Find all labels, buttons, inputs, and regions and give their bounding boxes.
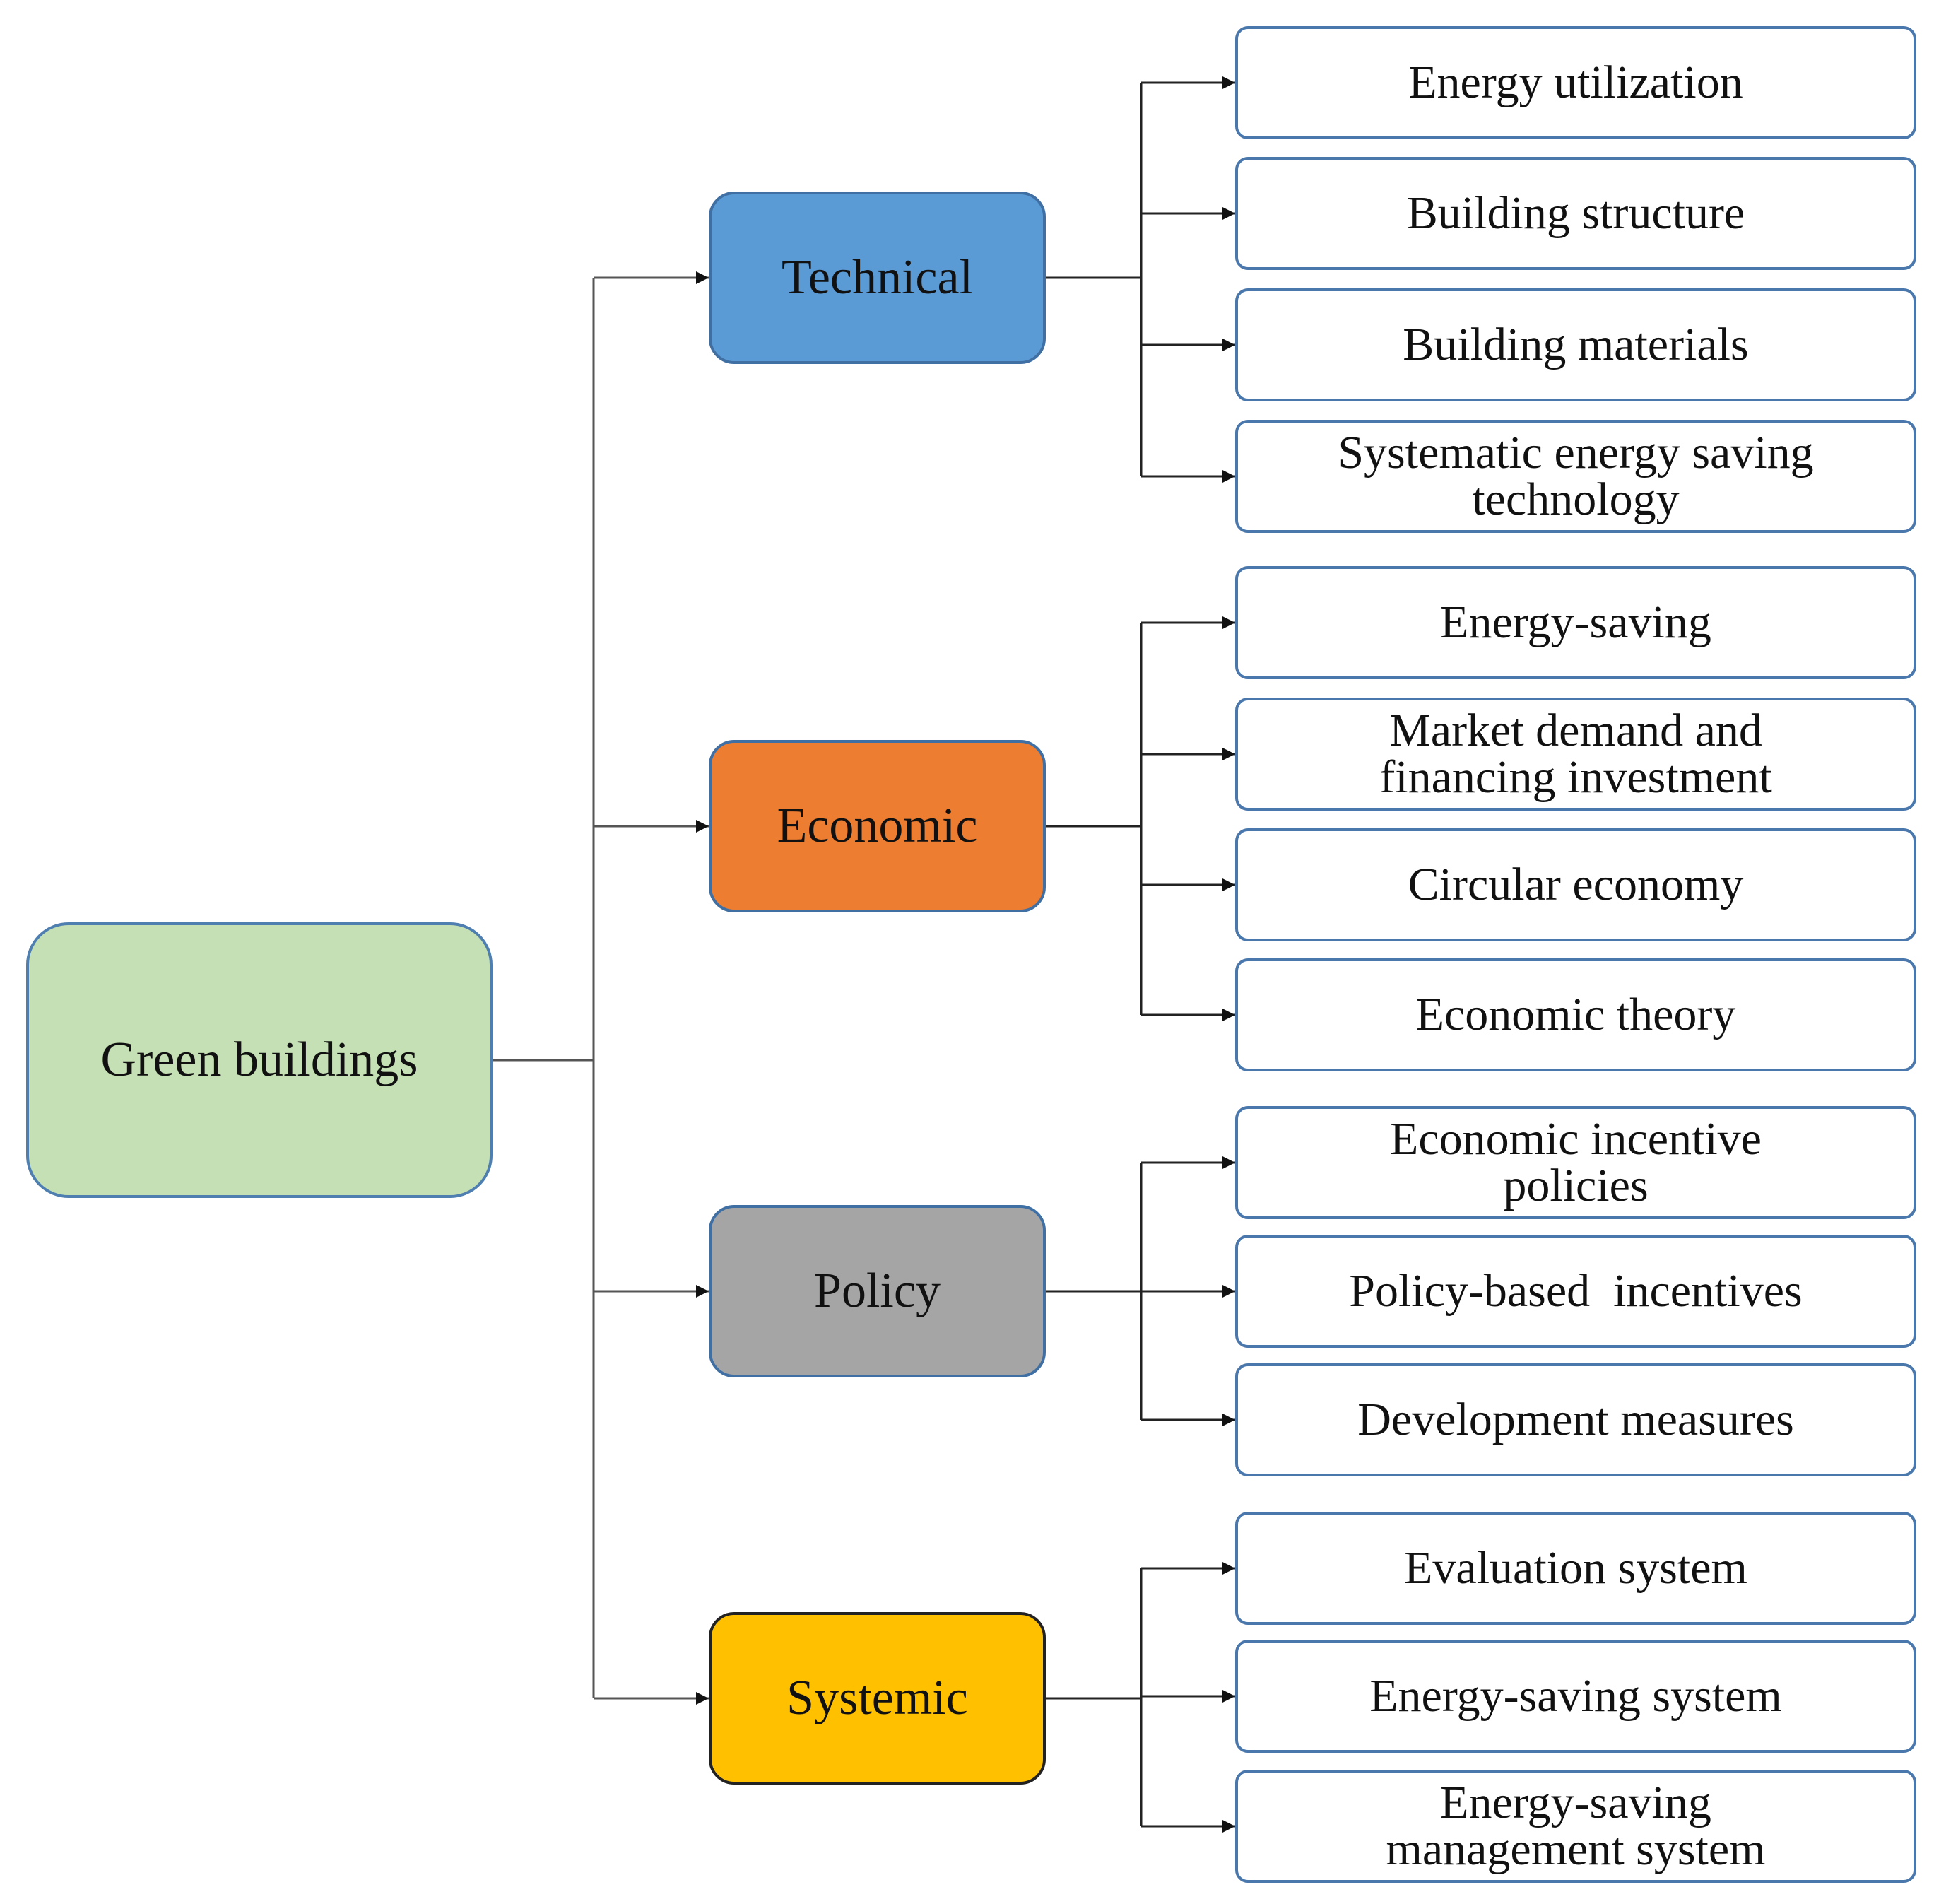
leaf-label: Building materials (1403, 319, 1749, 370)
leaf-label-line-2: policies (1503, 1160, 1649, 1211)
category-node-economic: Economic (709, 740, 1046, 912)
leaf-label-line-2: financing investment (1379, 751, 1772, 803)
leaf-label: Evaluation system (1404, 1542, 1747, 1594)
leaf-label-line-1: Energy-saving (1440, 1777, 1711, 1828)
leaf-node-evaluation-system: Evaluation system (1235, 1512, 1916, 1625)
category-node-systemic: Systemic (709, 1612, 1046, 1785)
leaf-label: Energy-saving (1440, 597, 1711, 648)
leaf-label: Energy utilization (1408, 57, 1743, 108)
leaf-node-policy-based-incentives: Policy-based incentives (1235, 1235, 1916, 1348)
leaf-label-line-1: Economic incentive (1390, 1113, 1762, 1165)
leaf-node-economic-theory: Economic theory (1235, 958, 1916, 1071)
leaf-label: Development measures (1357, 1394, 1794, 1445)
leaf-node-building-structure: Building structure (1235, 157, 1916, 270)
leaf-node-energy-saving: Energy-saving (1235, 566, 1916, 679)
leaf-node-energy-utilization: Energy utilization (1235, 26, 1916, 139)
leaf-node-development-measures: Development measures (1235, 1363, 1916, 1476)
leaf-label: Energy-saving system (1369, 1670, 1782, 1722)
leaf-label: Circular economy (1408, 859, 1744, 910)
leaf-node-systematic-energy-saving-technology: Systematic energy saving technology (1235, 420, 1916, 533)
leaf-node-circular-economy: Circular economy (1235, 828, 1916, 941)
root-node-green-buildings: Green buildings (26, 922, 493, 1198)
leaf-node-building-materials: Building materials (1235, 288, 1916, 401)
leaf-label: Economic theory (1415, 989, 1736, 1040)
category-label-economic: Economic (777, 799, 978, 853)
leaf-label-line-2: management system (1386, 1823, 1766, 1875)
category-label-systemic: Systemic (786, 1671, 968, 1725)
leaf-label: Building structure (1406, 187, 1745, 239)
leaf-label-line-1: Market demand and (1389, 705, 1762, 756)
leaf-node-energy-saving-system: Energy-saving system (1235, 1640, 1916, 1753)
category-node-technical: Technical (709, 192, 1046, 364)
category-label-technical: Technical (781, 250, 974, 305)
leaf-label-line-1: Systematic energy saving (1338, 427, 1814, 478)
category-label-policy: Policy (814, 1264, 941, 1318)
root-node-label: Green buildings (100, 1033, 418, 1087)
category-node-policy: Policy (709, 1205, 1046, 1377)
leaf-node-market-demand-financing-investment: Market demand and financing investment (1235, 698, 1916, 811)
leaf-node-economic-incentive-policies: Economic incentive policies (1235, 1106, 1916, 1219)
leaf-node-energy-saving-management-system: Energy-saving management system (1235, 1770, 1916, 1883)
leaf-label: Policy-based incentives (1349, 1265, 1803, 1317)
leaf-label-line-2: technology (1472, 474, 1680, 525)
